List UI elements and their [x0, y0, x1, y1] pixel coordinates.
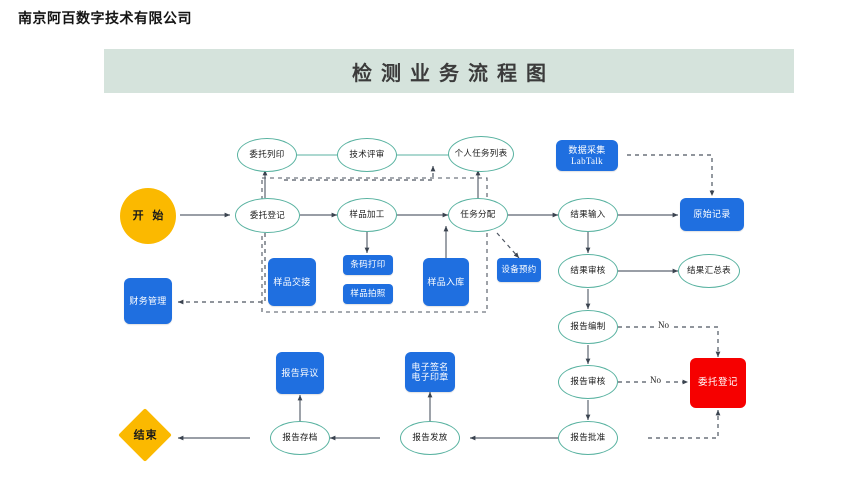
node-caiwu-guanli[interactable]: 财务管理: [124, 278, 172, 324]
node-weituo-dengji-rework[interactable]: 委托登记: [690, 358, 746, 408]
node-start[interactable]: 开 始: [120, 188, 176, 244]
node-shuju-caiji-labtalk[interactable]: 数据采集 LabTalk: [556, 140, 618, 171]
node-baogao-yiyi[interactable]: 报告异议: [276, 352, 324, 394]
node-weituo-dengji[interactable]: 委托登记: [235, 198, 300, 233]
node-baogao-fafang[interactable]: 报告发放: [400, 421, 460, 455]
node-yangpin-paizhao[interactable]: 样品拍照: [343, 284, 393, 304]
node-yangpin-ruku[interactable]: 样品入库: [423, 258, 469, 306]
edge-label-no-bianzhi: No: [656, 320, 671, 330]
node-baogao-pizhun[interactable]: 报告批准: [558, 421, 618, 455]
node-renwu-fenpei[interactable]: 任务分配: [448, 198, 508, 232]
node-baogao-bianzhi[interactable]: 报告编制: [558, 310, 618, 344]
node-jieguo-shenhe[interactable]: 结果审核: [558, 254, 618, 288]
node-yangpin-jiagong[interactable]: 样品加工: [337, 198, 397, 232]
node-baogao-shenhe[interactable]: 报告审核: [558, 365, 618, 399]
node-geren-renwu-liebiao[interactable]: 个人任务列表: [448, 136, 514, 172]
page-title: 检测业务流程图: [352, 62, 555, 85]
node-weituo-liyin[interactable]: 委托列印: [237, 138, 297, 172]
node-shebei-yuyue[interactable]: 设备预约: [497, 258, 541, 282]
node-baogao-cundang[interactable]: 报告存档: [270, 421, 330, 455]
node-yuanshi-jilu[interactable]: 原始记录: [680, 198, 744, 231]
node-yangpin-jiaojie[interactable]: 样品交接: [268, 258, 316, 306]
node-jishu-pingshen[interactable]: 技术评审: [337, 138, 397, 172]
node-end[interactable]: 结束: [118, 408, 172, 462]
node-jieguo-huizongbiao[interactable]: 结果汇总表: [678, 254, 740, 288]
node-dianzi-qianming[interactable]: 电子签名 电子印章: [405, 352, 455, 392]
company-name: 南京阿百数字技术有限公司: [18, 12, 192, 27]
node-end-label: 结束: [133, 428, 158, 441]
node-tiaoma-dayin[interactable]: 条码打印: [343, 255, 393, 275]
edge-label-no-shenhe: No: [648, 375, 663, 385]
node-jieguo-shuru[interactable]: 结果输入: [558, 198, 618, 232]
title-banner: [104, 49, 794, 93]
